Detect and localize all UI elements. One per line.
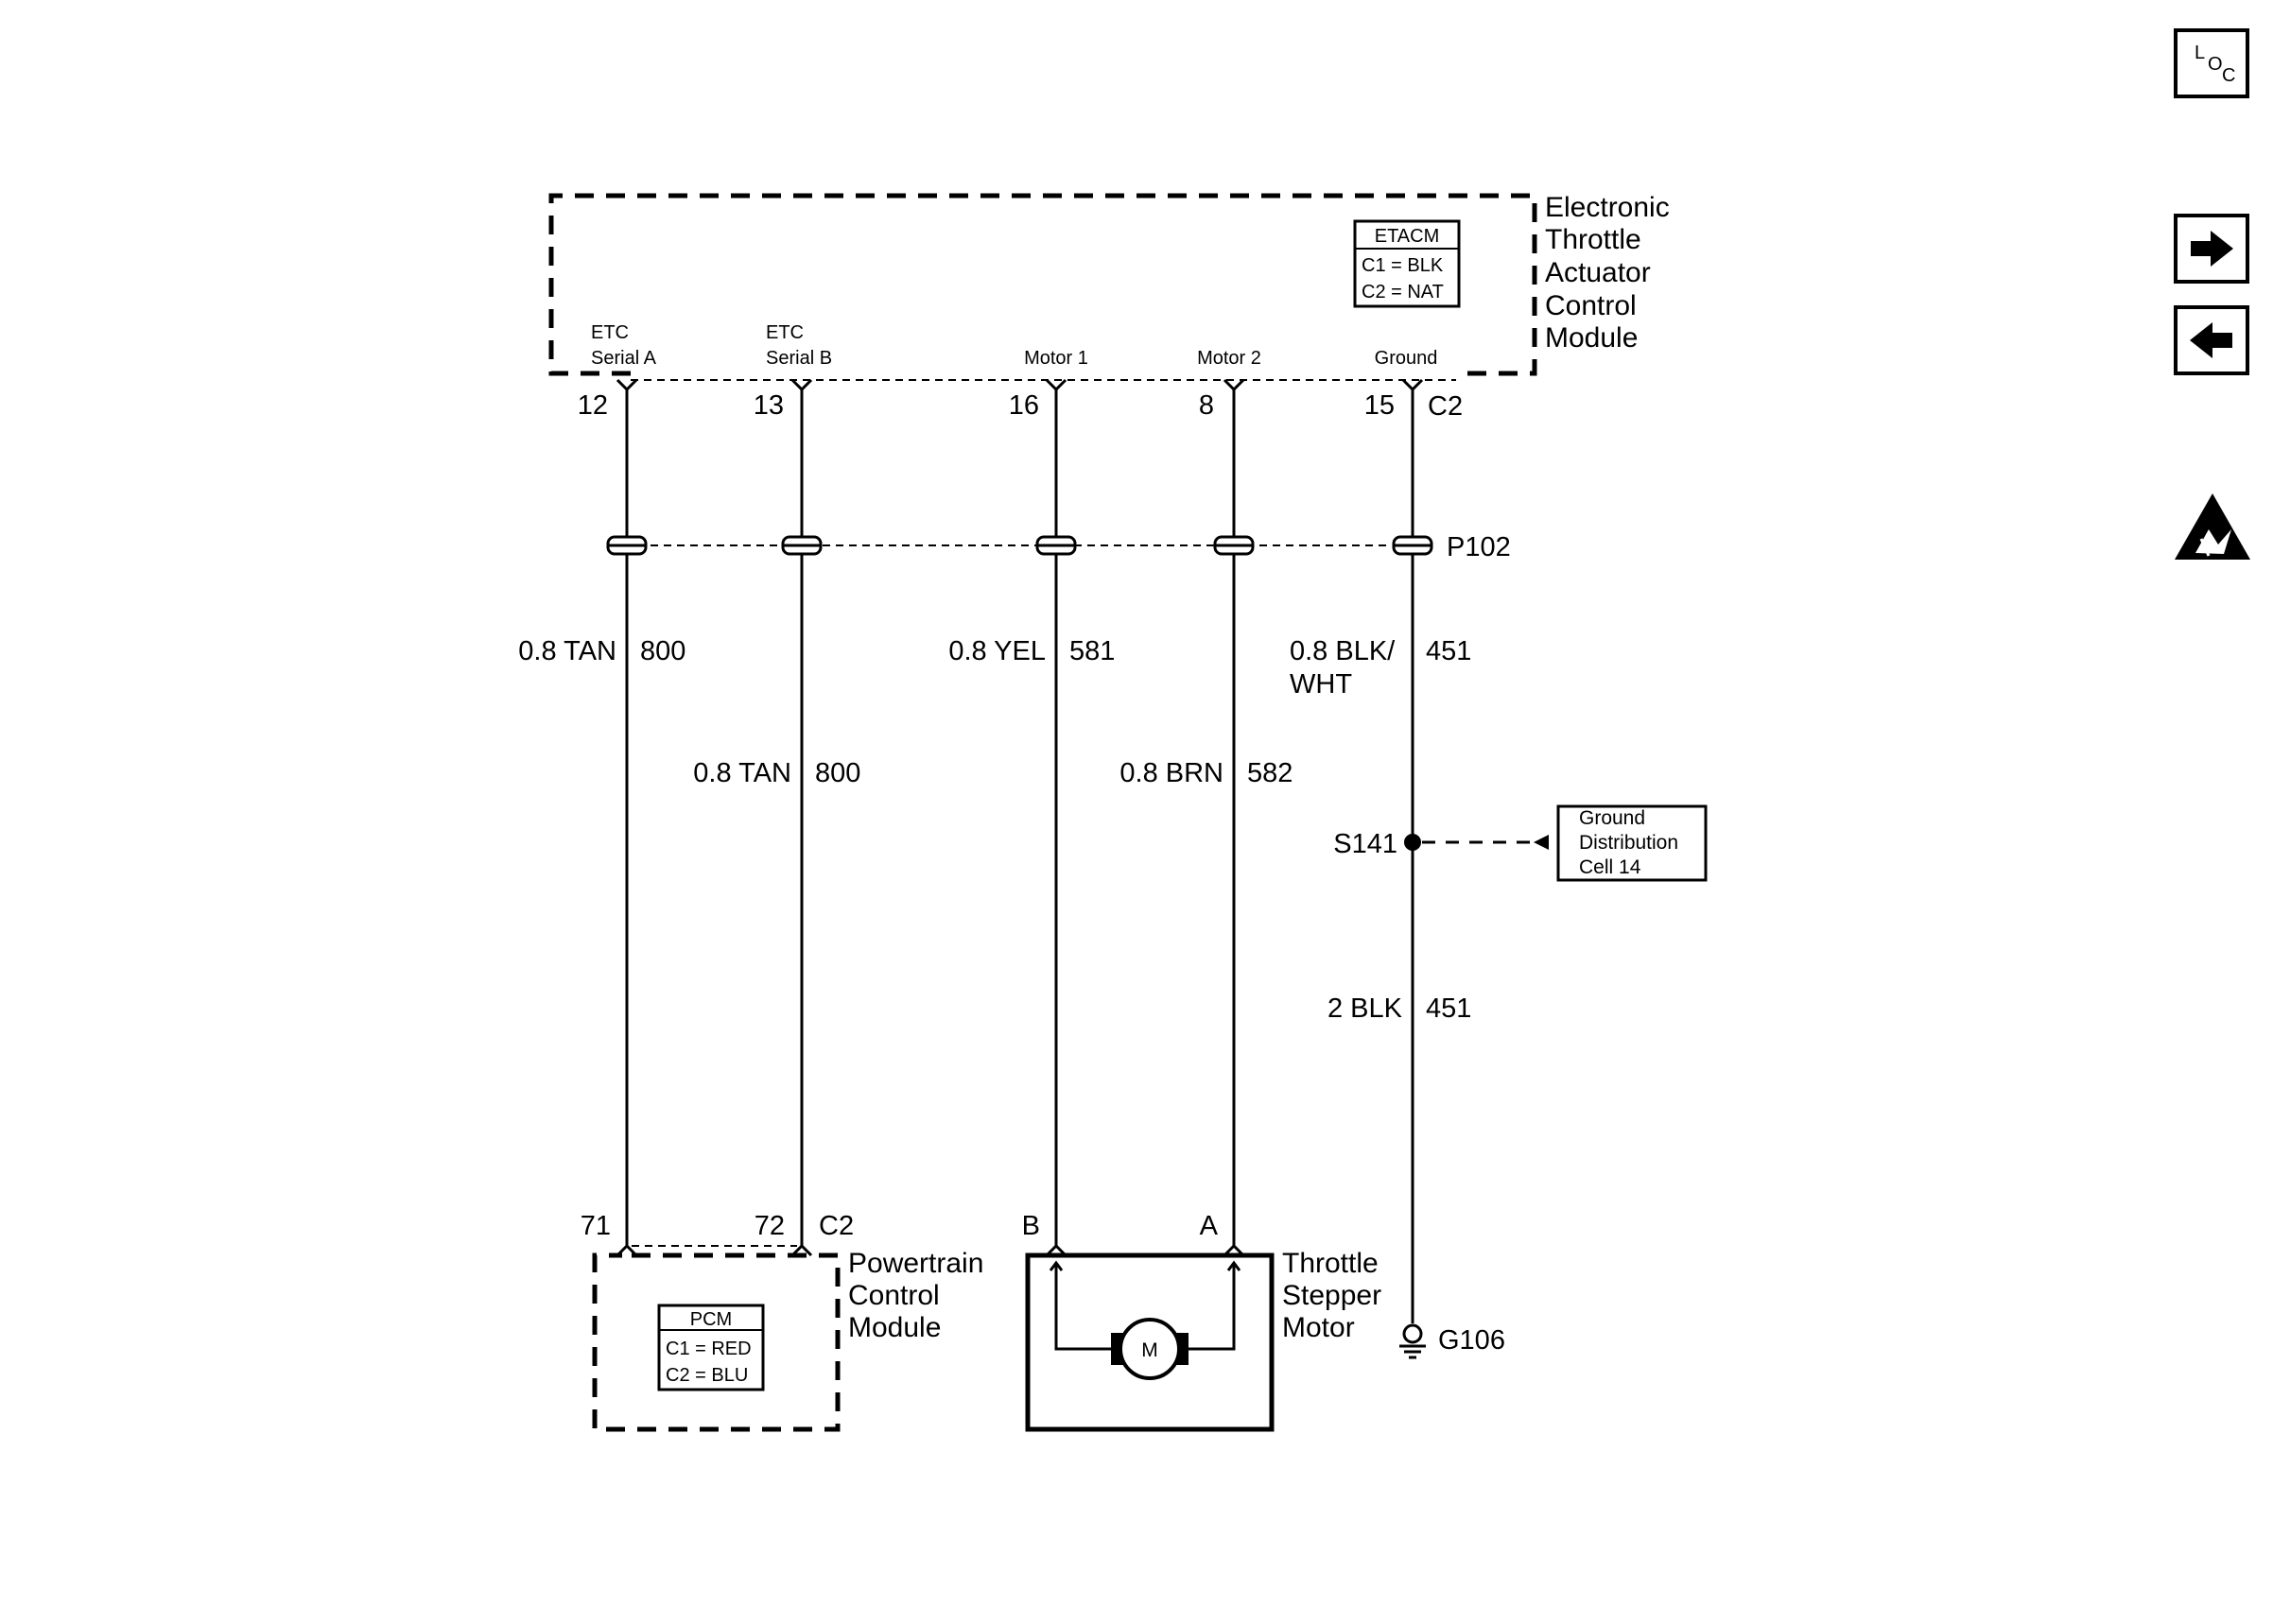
etacm-pin-number-8: 8	[1199, 390, 1214, 421]
etacm-pin-label-motor-1: Motor 1	[1024, 348, 1088, 369]
motor-title-line-1: Throttle	[1282, 1248, 1379, 1279]
etacm-title-line-5: Module	[1545, 322, 1638, 354]
etacm-connector-c2: C2 = NAT	[1362, 282, 1444, 302]
pcm-title-line-1: Powertrain	[848, 1248, 983, 1279]
wire-label-color-4: 0.8 BRN	[1119, 758, 1223, 788]
etacm-title-line-3: Actuator	[1545, 257, 1651, 288]
etacm-pin-number-13: 13	[754, 390, 784, 421]
loc-icon-o: O	[2208, 54, 2223, 75]
ground-distribution-line-2: Distribution	[1579, 832, 1678, 854]
p102-inline-connector: P102	[606, 532, 1511, 562]
ground-distribution-line-3: Cell 14	[1579, 856, 1641, 878]
arrow-right-icon[interactable]	[2174, 214, 2249, 284]
etacm-pin-label-serial-b-1: ETC	[766, 322, 804, 343]
pcm-title-line-3: Module	[848, 1312, 941, 1343]
etacm-title-line-2: Throttle	[1545, 224, 1641, 255]
throttle-stepper-motor: M B A Throttle Stepper Motor	[1022, 1211, 1381, 1432]
wire-label-circuit-1: 800	[640, 636, 685, 666]
splice-label: S141	[1333, 829, 1397, 859]
pcm-connector-name: PCM	[690, 1309, 732, 1330]
pcm-connector-c1: C1 = RED	[666, 1339, 752, 1359]
etacm-pin-number-16: 16	[1009, 390, 1039, 421]
motor-title-line-3: Motor	[1282, 1312, 1355, 1343]
pcm-pin-71: 71	[581, 1211, 611, 1241]
ground-wire-color: 2 BLK	[1327, 993, 1403, 1024]
etacm-pin-label-serial-a-2: Serial A	[591, 348, 657, 369]
wire-label-color-1: 0.8 TAN	[518, 636, 616, 666]
p102-label: P102	[1447, 532, 1511, 562]
pcm-module: 71 72 C2 Powertrain Control Module PCM C…	[581, 1211, 983, 1432]
splice-s141: S141	[1333, 829, 1549, 859]
pcm-connector-c2: C2 = BLU	[666, 1365, 748, 1386]
etacm-pin-label-ground: Ground	[1375, 348, 1438, 369]
ground-g106: G106	[1399, 1323, 1505, 1359]
ground-label: G106	[1438, 1325, 1505, 1356]
etacm-pin-number-12: 12	[578, 390, 608, 421]
loc-icon-l: L	[2195, 43, 2205, 63]
motor-outline	[1025, 1253, 1275, 1432]
wire-label-color-3: 0.8 YEL	[948, 636, 1046, 666]
wire-label-color-5-line-1: 0.8 BLK/	[1290, 636, 1396, 666]
etacm-pin-forks	[616, 378, 1424, 392]
etacm-pin-label-motor-2: Motor 2	[1197, 348, 1261, 369]
motor-symbol-label: M	[1141, 1339, 1158, 1361]
pcm-title-line-2: Control	[848, 1280, 940, 1311]
esd-warning-icon	[2175, 493, 2250, 560]
etacm-title-line-4: Control	[1545, 290, 1637, 321]
ground-distribution-line-1: Ground	[1579, 807, 1645, 829]
etacm-connector-name: ETACM	[1375, 226, 1440, 247]
motor-pin-b: B	[1022, 1211, 1040, 1241]
etacm-module-outline	[548, 193, 1537, 376]
arrow-left-icon[interactable]	[2174, 305, 2249, 375]
etacm-pin-label-serial-a-1: ETC	[591, 322, 629, 343]
etacm-module: Electronic Throttle Actuator Control Mod…	[548, 192, 1670, 422]
wires	[625, 388, 1414, 1323]
ground-icon	[1402, 1323, 1423, 1344]
pcm-pin-72: 72	[755, 1211, 785, 1241]
motor-title-line-2: Stepper	[1282, 1280, 1381, 1311]
etacm-pin-label-serial-b-2: Serial B	[766, 348, 832, 369]
wire-label-color-2: 0.8 TAN	[693, 758, 791, 788]
loc-icon[interactable]: L O C	[2174, 28, 2249, 98]
etacm-pin-number-15: 15	[1364, 390, 1395, 421]
wire-label-circuit-4: 582	[1247, 758, 1293, 788]
etacm-connector-box: ETACM C1 = BLK C2 = NAT	[1353, 219, 1461, 308]
wire-labels: 0.8 TAN 800 0.8 TAN 800 0.8 YEL 581 0.8 …	[518, 636, 1471, 1024]
etacm-connector-c1: C1 = BLK	[1362, 255, 1444, 276]
pcm-connector-box: PCM C1 = RED C2 = BLU	[657, 1304, 765, 1391]
motor-pin-a: A	[1200, 1211, 1219, 1241]
etacm-title-line-1: Electronic	[1545, 192, 1670, 223]
loc-icon-c: C	[2222, 65, 2235, 86]
pcm-module-outline	[592, 1253, 841, 1432]
etacm-connector-id: C2	[1428, 391, 1463, 422]
motor-symbol	[1119, 1318, 1181, 1380]
wire-label-color-5-line-2: WHT	[1290, 669, 1352, 700]
pcm-connector-id: C2	[819, 1211, 854, 1241]
wire-label-circuit-3: 581	[1069, 636, 1115, 666]
ground-distribution-box: Ground Distribution Cell 14	[1556, 804, 1708, 882]
wire-label-circuit-5: 451	[1426, 636, 1471, 666]
side-icons: L O C	[2174, 28, 2250, 560]
wire-label-circuit-2: 800	[815, 758, 860, 788]
ground-wire-circuit: 451	[1426, 993, 1471, 1024]
